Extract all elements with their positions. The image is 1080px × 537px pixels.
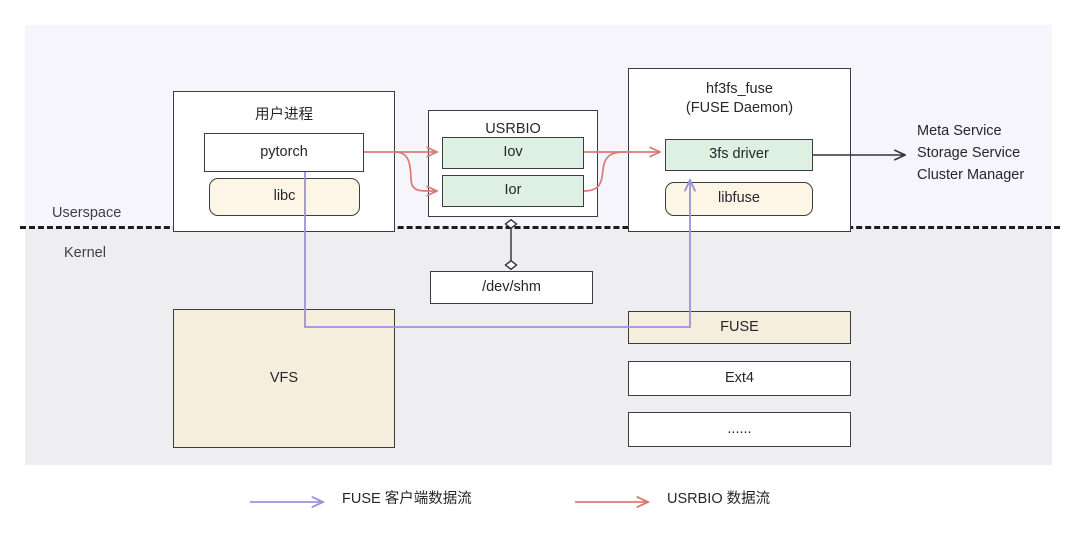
external-services-label: Meta Service Storage Service Cluster Man… [917,120,1067,186]
fuse-kernel-box[interactable]: FUSE [628,311,851,344]
legend-label-fuse-flow: FUSE 客户端数据流 [342,490,472,507]
meta-service-label: Meta Service [917,123,1002,139]
hf3fs-fuse-title-line2: (FUSE Daemon) [685,100,794,117]
iov-box[interactable]: Iov [442,137,584,169]
ior-box[interactable]: Ior [442,175,584,207]
cluster-manager-label: Cluster Manager [917,167,1025,184]
libc-box[interactable]: libc [209,178,360,216]
userspace-label: Userspace [52,205,122,221]
legend-label-usrbio-flow: USRBIO 数据流 [667,490,771,507]
storage-service-label: Storage Service [917,145,1021,162]
legend-item-fuse-flow: FUSE 客户端数据流 [247,486,472,508]
libfuse-box[interactable]: libfuse [665,182,813,216]
legend: FUSE 客户端数据流 USRBIO 数据流 [0,486,1080,516]
hf3fs-fuse-title-line1: hf3fs_fuse [706,81,773,97]
more-filesystems-box[interactable]: ...... [628,412,851,447]
legend-item-usrbio-flow: USRBIO 数据流 [572,486,770,508]
pytorch-box[interactable]: pytorch [204,133,364,172]
ext4-box[interactable]: Ext4 [628,361,851,396]
user-process-title: 用户进程 [255,107,313,123]
3fs-driver-box[interactable]: 3fs driver [665,139,813,171]
hf3fs-fuse-daemon-title: hf3fs_fuse (FUSE Daemon) [629,80,850,119]
vfs-box[interactable]: VFS [173,309,395,448]
usrbio-title: USRBIO [485,121,541,137]
kernel-label: Kernel [64,245,106,261]
dev-shm-box[interactable]: /dev/shm [430,271,593,304]
